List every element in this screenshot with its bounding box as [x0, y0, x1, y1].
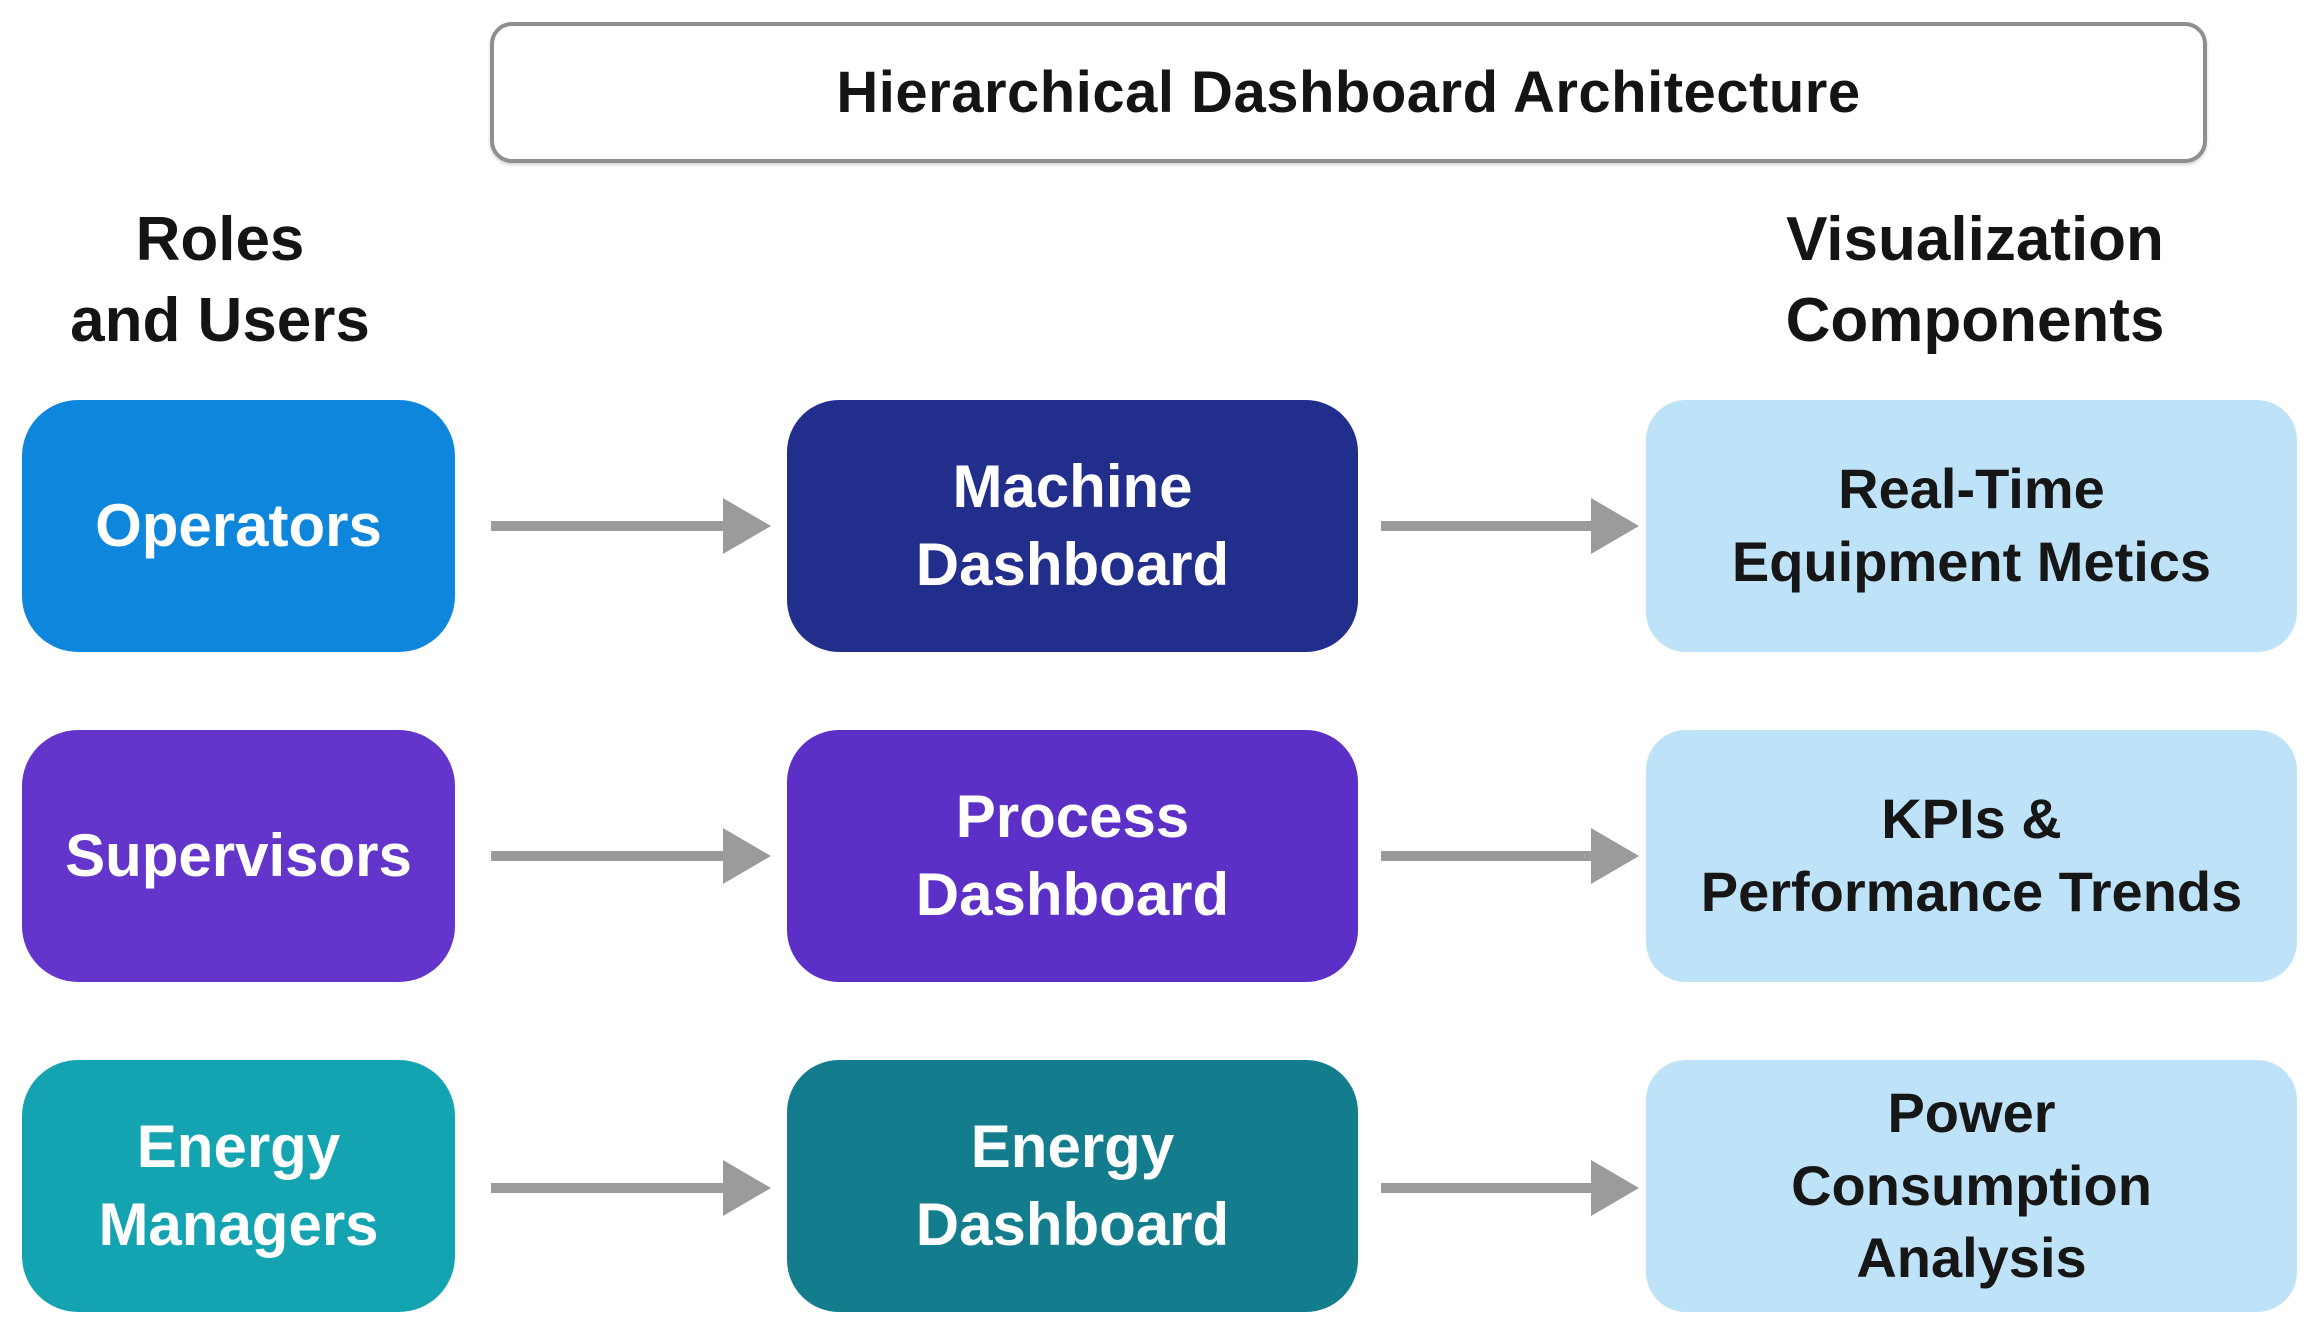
- node-power-consumption-analysis: Power Consumption Analysis: [1646, 1060, 2297, 1312]
- diagram-title: Hierarchical Dashboard Architecture: [836, 60, 1861, 125]
- arrow-right-icon: [1373, 494, 1645, 558]
- column-header-roles-and-users: Roles and Users: [70, 205, 370, 355]
- node-supervisors: Supervisors: [22, 730, 455, 982]
- column-header-visualization-components: Visualization Components: [1785, 205, 2165, 355]
- node-machine-dashboard: Machine Dashboard: [787, 400, 1358, 652]
- node-energy-dashboard: Energy Dashboard: [787, 1060, 1358, 1312]
- arrow-right-icon: [483, 494, 775, 558]
- node-process-dashboard: Process Dashboard: [787, 730, 1358, 982]
- arrow-right-icon: [483, 824, 775, 888]
- diagram-title-box: Hierarchical Dashboard Architecture: [490, 22, 2207, 163]
- node-operators: Operators: [22, 400, 455, 652]
- arrow-right-icon: [1373, 1156, 1645, 1220]
- arrow-right-icon: [1373, 824, 1645, 888]
- node-kpis-performance-trends: KPIs & Performance Trends: [1646, 730, 2297, 982]
- arrow-right-icon: [483, 1156, 775, 1220]
- node-real-time-equipment-metics: Real-Time Equipment Metics: [1646, 400, 2297, 652]
- node-energy-managers: Energy Managers: [22, 1060, 455, 1312]
